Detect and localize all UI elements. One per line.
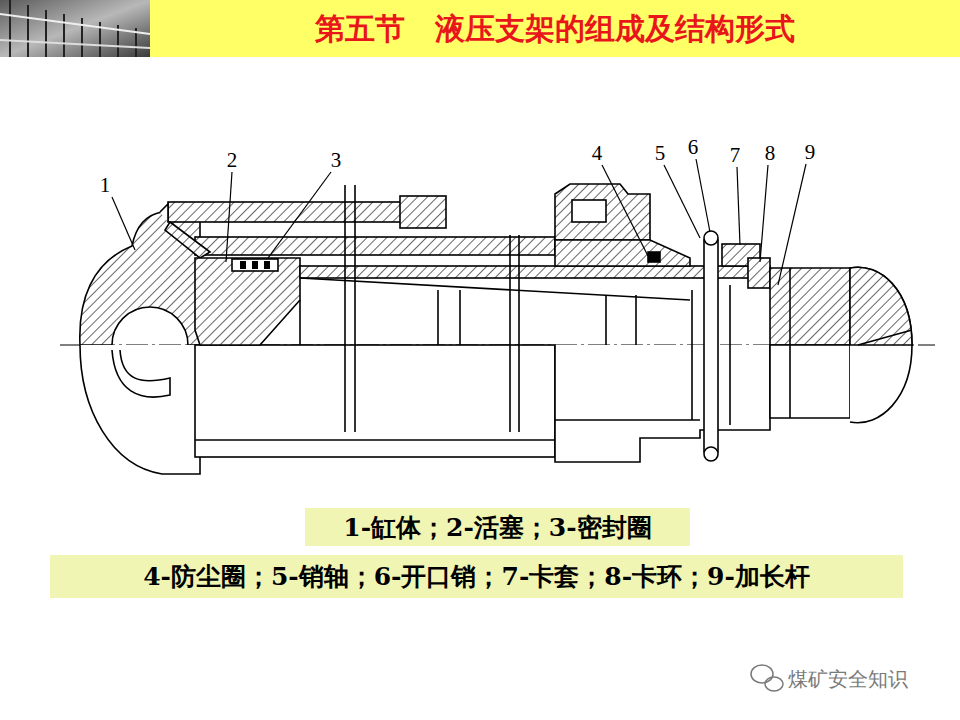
drawing-part xyxy=(264,261,270,269)
callout-number: 8 xyxy=(764,141,777,166)
slide-title: 第五节 液压支架的组成及结构形式 xyxy=(315,8,795,49)
drawing-part xyxy=(195,439,555,441)
drawing-part xyxy=(737,167,740,245)
drawing-part xyxy=(696,159,710,232)
drawing-part xyxy=(168,202,403,222)
drawing-part xyxy=(765,677,783,691)
drawing-part xyxy=(858,330,912,345)
drawing-part xyxy=(704,231,718,245)
legend-box: 1-缸体；2-活塞；3-密封圈 xyxy=(305,508,690,546)
drawing-part xyxy=(509,235,511,432)
callout-number: 6 xyxy=(687,135,700,160)
drawing-part xyxy=(691,290,693,420)
drawing-part xyxy=(160,204,168,222)
drawing-part xyxy=(778,164,806,285)
drawing-part xyxy=(27,5,29,57)
drawing-part xyxy=(252,261,258,269)
drawing-part xyxy=(704,447,718,461)
drawing-part xyxy=(751,665,773,683)
drawing-part xyxy=(555,240,690,266)
drawing-part xyxy=(770,268,850,345)
drawing-part xyxy=(0,0,150,57)
drawing-part xyxy=(344,185,346,432)
wechat-icon xyxy=(751,665,783,691)
drawing-part xyxy=(605,295,607,345)
drawing-part xyxy=(300,266,770,278)
drawing-part xyxy=(45,10,47,57)
drawing-part xyxy=(300,278,690,300)
drawing-part xyxy=(195,237,555,255)
title-bar: 第五节 液压支架的组成及结构形式 xyxy=(150,0,960,57)
drawing-part xyxy=(572,200,606,222)
drawing-part xyxy=(0,14,150,34)
drawing-part xyxy=(165,222,210,258)
drawing-part xyxy=(0,40,150,48)
callout-number: 3 xyxy=(330,148,343,173)
drawing-part xyxy=(518,235,520,432)
drawing-part xyxy=(9,0,11,57)
drawing-part xyxy=(850,267,912,423)
drawing-part xyxy=(704,240,718,452)
drawing-part xyxy=(195,345,555,457)
drawing-part xyxy=(555,419,700,421)
callout-number: 4 xyxy=(591,141,604,166)
drawing-part xyxy=(226,172,232,262)
drawing-part xyxy=(0,0,150,57)
callout-number: 1 xyxy=(99,173,112,198)
callout-number: 2 xyxy=(226,148,239,173)
drawing-part xyxy=(850,267,912,345)
drawing-part xyxy=(602,165,648,256)
drawing-part xyxy=(748,258,770,288)
callout-number: 9 xyxy=(804,140,817,165)
callout-number: 5 xyxy=(654,141,667,166)
drawing-part xyxy=(268,172,331,258)
legend-text: 4-防尘圈；5-销轴；6-开口销；7-卡套；8-卡环；9-加长杆 xyxy=(143,560,810,593)
header-photo xyxy=(0,0,150,57)
drawing-part xyxy=(770,345,850,418)
drawing-part xyxy=(635,295,637,345)
drawing-part xyxy=(63,14,65,57)
legend-text: 1-缸体；2-活塞；3-密封圈 xyxy=(343,511,651,544)
drawing-part xyxy=(729,285,731,425)
drawing-part xyxy=(760,165,768,262)
drawing-part xyxy=(354,185,356,432)
drawing-part xyxy=(789,268,791,418)
drawing-part xyxy=(400,196,446,228)
drawing-part xyxy=(232,259,278,271)
legend-box: 4-防尘圈；5-销轴；6-开口销；7-卡套；8-卡环；9-加长杆 xyxy=(50,555,903,598)
drawing-part xyxy=(240,261,270,269)
drawing-part xyxy=(555,345,770,462)
drawing-part xyxy=(80,345,200,474)
drawing-part xyxy=(195,258,300,345)
drawing-part xyxy=(112,197,135,250)
drawing-part xyxy=(299,300,301,345)
leader-lines xyxy=(112,159,806,285)
drawing-part xyxy=(648,252,660,262)
watermark: 煤矿安全知识 xyxy=(788,666,908,693)
cylinder-drawing xyxy=(60,184,935,474)
drawing-part xyxy=(240,261,246,269)
drawing-part xyxy=(664,165,700,238)
callout-number: 7 xyxy=(729,143,742,168)
drawing-part xyxy=(112,350,170,397)
drawing-part xyxy=(437,290,439,345)
drawing-part xyxy=(459,290,461,345)
